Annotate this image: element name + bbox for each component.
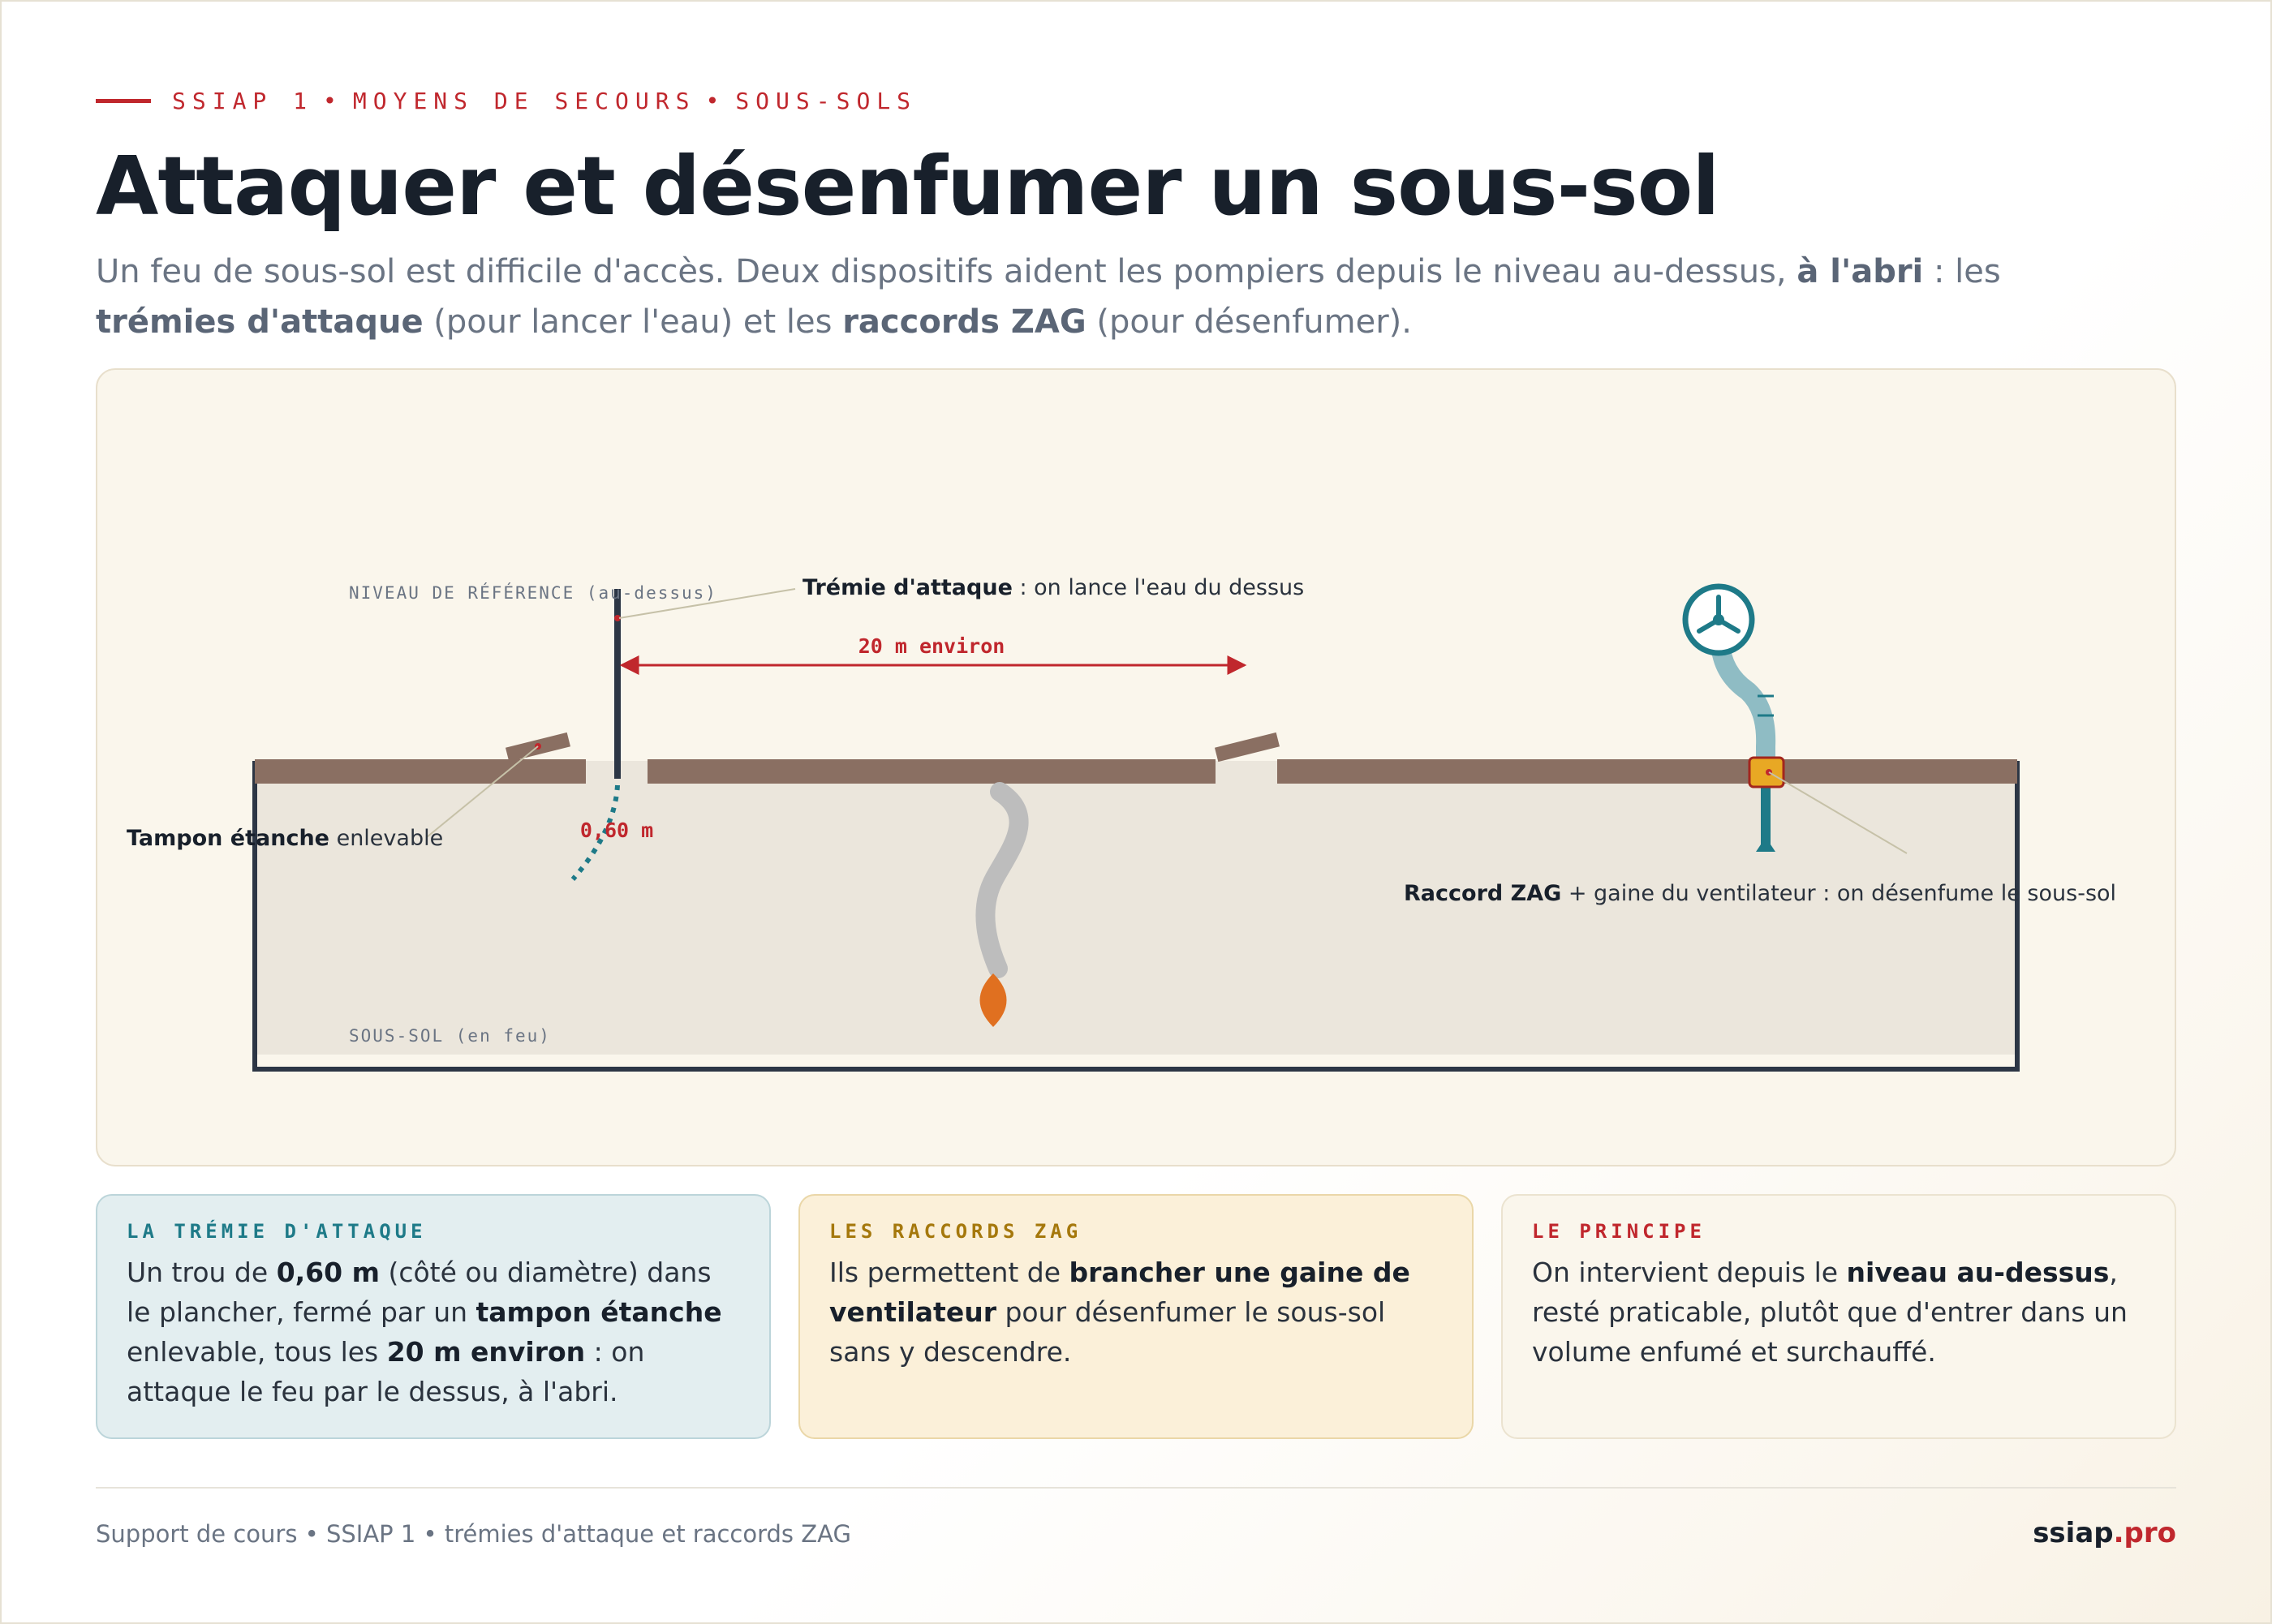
tampon-annotation-text: enlevable [329, 826, 443, 851]
fire-flame-icon [979, 973, 1007, 1027]
tremie-annotation-text: : on lance l'eau du dessus [1013, 575, 1304, 600]
card-text: On intervient depuis le [1532, 1257, 1847, 1288]
footer-caption: Support de cours • SSIAP 1 • trémies d'a… [96, 1520, 851, 1548]
brand-name: ssiap [2033, 1517, 2114, 1549]
lead-paragraph: Un feu de sous-sol est difficile d'accès… [96, 247, 2043, 347]
slab-segment [1277, 759, 2017, 784]
kicker-item-3: SOUS-SOLS [735, 87, 918, 114]
tampon-annotation-bold: Tampon étanche [127, 826, 329, 851]
smoke-plume [975, 782, 1029, 978]
brand-logo[interactable]: ssiap.pro [2033, 1517, 2176, 1549]
kicker-item-1: SSIAP 1 [172, 87, 314, 114]
basement-diagram: NIVEAU DE RÉFÉRENCE (au-dessus) SOUS-SOL… [127, 575, 2116, 1072]
card-text: : on attaque le feu par le dessus, à l'a… [127, 1336, 645, 1407]
lead-text: (pour désenfumer). [1086, 303, 1412, 341]
card-text: Un trou de [127, 1257, 277, 1288]
card-body: Un trou de 0,60 m (côté ou diamètre) dan… [127, 1252, 740, 1411]
opening-size-label: 0,60 m [580, 818, 653, 842]
card-title: LA TRÉMIE D'ATTAQUE [127, 1220, 427, 1243]
kicker-item-2: MOYENS DE SECOURS [352, 87, 696, 114]
page-title: Attaquer et désenfumer un sous-sol [96, 139, 1720, 234]
footer-divider [96, 1487, 2176, 1489]
tremie-annotation: Trémie d'attaque : on lance l'eau du des… [803, 575, 1304, 600]
kicker-separator-1: • [323, 87, 343, 114]
card-emphasis: 0,60 m [276, 1257, 380, 1288]
card-text: (côté ou diamètre) dans le plancher, fer… [127, 1257, 712, 1328]
card-tremie-attaque: LA TRÉMIE D'ATTAQUE Un trou de 0,60 m (c… [96, 1194, 771, 1439]
card-emphasis: niveau au-dessus [1846, 1257, 2110, 1288]
fan-hub [1713, 614, 1724, 625]
lead-text: Un feu de sous-sol est difficile d'accès… [96, 253, 1797, 290]
tremie-leader-line [618, 588, 796, 619]
card-emphasis: 20 m environ [386, 1336, 586, 1368]
brand-tld: .pro [2113, 1517, 2176, 1549]
water-jet [570, 784, 620, 881]
tampon-annotation: Tampon étanche enlevable [127, 826, 443, 851]
card-body: Ils permettent de brancher une gaine de … [829, 1252, 1443, 1372]
card-text: enlevable, tous les [127, 1336, 387, 1368]
card-title: LE PRINCIPE [1532, 1220, 1706, 1243]
card-text: pour désenfumer le sous-sol sans y desce… [829, 1296, 1386, 1368]
card-text: , resté praticable, plutôt que d'entrer … [1532, 1257, 2128, 1368]
fan-duct [1710, 641, 1776, 769]
reference-level-label: NIVEAU DE RÉFÉRENCE (au-dessus) [349, 582, 717, 603]
card-title: LES RACCORDS ZAG [829, 1220, 1082, 1243]
spacing-label: 20 m environ [858, 634, 1005, 658]
basement-label: SOUS-SOL (en feu) [349, 1026, 551, 1046]
tampon-leader-line [426, 745, 539, 838]
basement-volume [255, 761, 2017, 1055]
slab-segment [255, 759, 586, 784]
kicker-separator-2: • [705, 87, 726, 114]
card-emphasis: tampon étanche [475, 1296, 722, 1328]
lance-marker [614, 615, 621, 621]
zag-outlet [1756, 837, 1775, 852]
basement-walls [252, 761, 2020, 1072]
card-emphasis: brancher une gaine de ventilateur [829, 1257, 1410, 1328]
lead-text: (pour lancer l'eau) et les [423, 303, 843, 341]
card-body: On intervient depuis le niveau au-dessus… [1532, 1252, 2145, 1372]
card-raccords-zag: LES RACCORDS ZAG Ils permettent de branc… [798, 1194, 1474, 1439]
lead-emphasis: raccords ZAG [842, 303, 1087, 341]
card-text: Ils permettent de [829, 1257, 1069, 1288]
kicker: SSIAP 1 • MOYENS DE SECOURS • SOUS-SOLS [96, 84, 917, 117]
tremie-annotation-bold: Trémie d'attaque [803, 575, 1013, 600]
zag-annotation-text: + gaine du ventilateur : on désenfume le… [1561, 881, 2116, 906]
zag-annotation: Raccord ZAG + gaine du ventilateur : on … [1404, 881, 2116, 906]
lead-emphasis: à l'abri [1797, 253, 1924, 290]
zag-leader-line [1768, 771, 1908, 854]
watertight-lid [1214, 732, 1280, 763]
zag-annotation-bold: Raccord ZAG [1404, 881, 1561, 906]
card-principe: LE PRINCIPE On intervient depuis le nive… [1501, 1194, 2176, 1439]
lead-text: : les [1923, 253, 2001, 290]
kicker-dash [96, 98, 151, 103]
slab-segment [648, 759, 1216, 784]
lead-emphasis: trémies d'attaque [96, 303, 424, 341]
